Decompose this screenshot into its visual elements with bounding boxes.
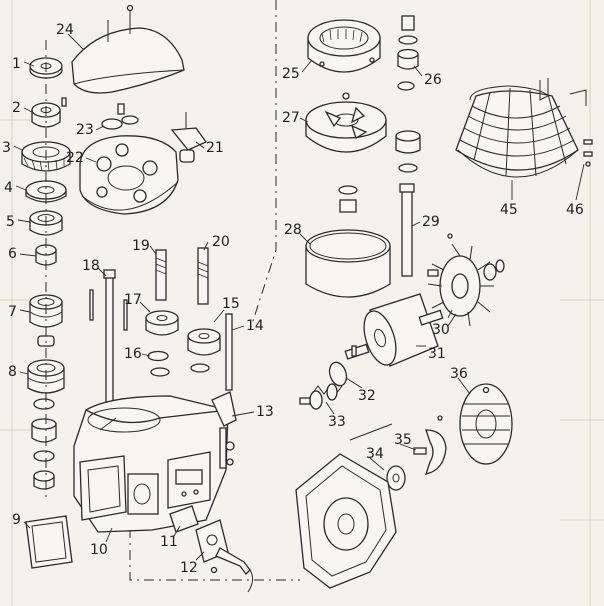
part-2-coupling: [31, 97, 67, 128]
part-22-gear-housing: [79, 135, 179, 215]
part-31-rotor: [344, 293, 444, 367]
part-23-bolts: [101, 103, 139, 130]
label-4: 4: [4, 180, 13, 196]
part-10-gearbox-body: [73, 395, 229, 533]
part-labels: 1 2 3 4 5 6 7 8 9 10 11 12 13 14 15 16 1…: [2, 22, 584, 576]
label-26: 26: [424, 72, 442, 88]
label-23: 23: [76, 122, 94, 138]
part-9-cover-plate: [25, 515, 73, 569]
part-32-bearing: [328, 345, 357, 387]
part-19-pinion-shaft: [155, 249, 167, 301]
label-7: 7: [8, 304, 17, 320]
label-20: 20: [212, 234, 230, 250]
part-24-top-cover: [71, 4, 185, 94]
part-35-brake-bracket: [413, 415, 447, 475]
label-13: 13: [256, 404, 274, 420]
part-16-washers: [147, 350, 210, 377]
label-17: 17: [124, 292, 142, 308]
label-30: 30: [432, 322, 450, 338]
part-29-output-shaft: [338, 130, 421, 277]
label-36: 36: [450, 366, 468, 382]
part-21-bracket: [170, 112, 207, 163]
label-35: 35: [394, 432, 412, 448]
part-36-end-shield: [459, 383, 513, 465]
label-24: 24: [56, 22, 74, 38]
label-29: 29: [422, 214, 440, 230]
label-14: 14: [246, 318, 264, 334]
label-45: 45: [500, 202, 518, 218]
separator-line: [249, 0, 277, 331]
label-11: 11: [160, 534, 178, 550]
label-10: 10: [90, 542, 108, 558]
label-16: 16: [124, 346, 142, 362]
part-11-flange: [169, 505, 199, 533]
label-6: 6: [8, 246, 17, 262]
label-32: 32: [358, 388, 376, 404]
label-46: 46: [566, 202, 584, 218]
part-20-drive-shaft: [197, 247, 209, 305]
part-26-planet-stack: [397, 15, 419, 91]
part-30-fan: [427, 233, 505, 327]
label-18: 18: [82, 258, 100, 274]
label-2: 2: [12, 100, 21, 116]
label-25: 25: [282, 66, 300, 82]
label-31: 31: [428, 346, 446, 362]
part-17-gear: [145, 310, 179, 336]
label-5: 5: [6, 214, 15, 230]
part-33-spring-assembly: [299, 383, 343, 410]
label-12: 12: [180, 560, 198, 576]
motor-frame-housing: [295, 453, 397, 589]
label-8: 8: [8, 364, 17, 380]
part-45-wire-cage: [455, 78, 587, 178]
label-28: 28: [284, 222, 302, 238]
label-21: 21: [206, 140, 224, 156]
label-19: 19: [132, 238, 150, 254]
part-8-bearing-stack: [27, 359, 65, 490]
label-27: 27: [282, 110, 300, 126]
part-14-rod: [225, 313, 233, 391]
part-28-cylinder: [305, 229, 391, 298]
label-1: 1: [12, 56, 21, 72]
label-22: 22: [66, 150, 84, 166]
part-27-planet-carrier: [305, 92, 387, 153]
label-34: 34: [366, 446, 384, 462]
label-3: 3: [2, 140, 11, 156]
part-15-gear: [187, 328, 221, 356]
part-13-selector: [211, 391, 237, 469]
part-12-lever: [195, 519, 254, 593]
part-7-bearing-stack: [29, 294, 63, 347]
label-15: 15: [222, 296, 240, 312]
part-6-bushing: [35, 244, 57, 266]
leader-lines: [13, 33, 585, 561]
label-9: 9: [12, 512, 21, 528]
part-46-screws: [583, 139, 593, 167]
label-33: 33: [328, 414, 346, 430]
part-25-ring-gear: [307, 19, 381, 73]
